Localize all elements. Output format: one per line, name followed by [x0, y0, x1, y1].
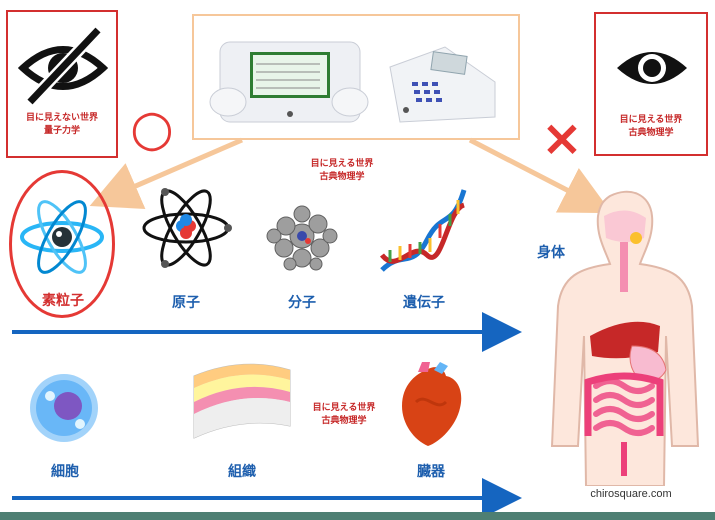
device-frame	[192, 14, 520, 140]
arrow-to-right	[468, 137, 612, 214]
cross-mark: ×	[541, 109, 583, 167]
middle-caption-bottom: 目に見える世界 古典物理学	[312, 403, 376, 426]
invisible-world-text: 目に見えない世界 量子力学	[25, 113, 98, 136]
eye-slash-icon	[18, 26, 108, 106]
heart-icon	[402, 362, 462, 446]
bottom-bar	[0, 512, 715, 520]
label-dna: 遺伝子	[403, 295, 445, 311]
particle-highlight-oval	[9, 170, 115, 318]
body-label: 身体	[537, 245, 565, 261]
visible-world-box: 目に見える世界 古典物理学	[594, 12, 708, 156]
circle-mark: ○	[130, 99, 174, 157]
invisible-world-box: 目に見えない世界 量子力学	[6, 10, 118, 158]
label-molecule: 分子	[288, 295, 316, 311]
label-atom: 原子	[172, 295, 200, 311]
atom-icon	[142, 188, 232, 268]
particle-icon	[20, 200, 104, 274]
arrow-to-left	[89, 137, 243, 210]
cell-icon	[30, 374, 98, 442]
dna-icon	[380, 189, 467, 272]
label-particle: 素粒子	[42, 293, 84, 309]
tissue-icon	[193, 363, 291, 439]
anatomy-body-icon	[550, 190, 700, 486]
eye-icon	[617, 52, 687, 84]
visible-world-text: 目に見える世界 古典物理学	[619, 115, 683, 138]
label-organ: 臓器	[417, 464, 445, 480]
molecule-icon	[266, 205, 338, 271]
device-image	[209, 41, 496, 123]
watermark: chirosquare.com	[590, 488, 672, 500]
label-cell: 細胞	[51, 464, 79, 480]
label-tissue: 組織	[228, 464, 256, 480]
middle-caption-top: 目に見える世界 古典物理学	[310, 159, 374, 182]
